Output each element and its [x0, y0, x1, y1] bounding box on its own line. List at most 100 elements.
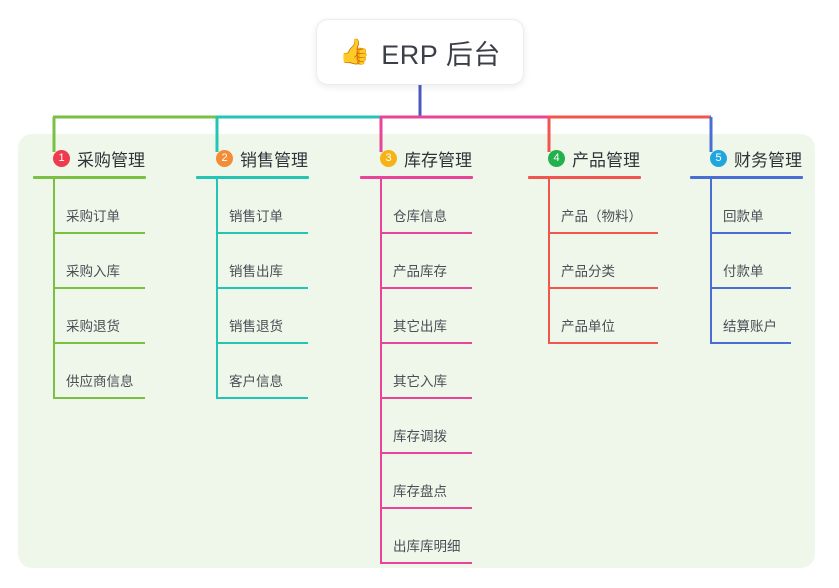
- root-node-inner: 👍 ERP 后台: [339, 33, 501, 72]
- column-underline: [690, 176, 803, 179]
- column-underline: [528, 176, 641, 179]
- column-5: 5 财务管理回款单付款单结算账户: [690, 145, 803, 344]
- content-panel: [18, 134, 815, 568]
- list-item-label: 付款单: [723, 264, 764, 279]
- column-items: 回款单付款单结算账户: [690, 179, 803, 344]
- list-item-label: 仓库信息: [393, 209, 447, 224]
- list-item[interactable]: 产品分类: [528, 234, 658, 289]
- column-header-2[interactable]: 2 销售管理: [196, 145, 309, 171]
- list-item[interactable]: 回款单: [690, 179, 803, 234]
- list-item-label: 供应商信息: [66, 374, 134, 389]
- column-items: 产品（物料） 产品分类产品单位: [528, 179, 658, 344]
- list-item[interactable]: 采购订单: [33, 179, 146, 234]
- list-item-label: 采购入库: [66, 264, 120, 279]
- list-item[interactable]: 采购退货: [33, 289, 146, 344]
- list-item[interactable]: 仓库信息: [360, 179, 473, 234]
- column-2: 2 销售管理销售订单销售出库销售退货客户信息: [196, 145, 309, 399]
- column-items: 销售订单销售出库销售退货客户信息: [196, 179, 309, 399]
- list-item[interactable]: 客户信息: [196, 344, 309, 399]
- list-item-label: 客户信息: [229, 374, 283, 389]
- list-item-underline: [548, 232, 658, 234]
- list-item-underline: [53, 287, 145, 289]
- column-number-badge: 2: [216, 149, 233, 167]
- list-item[interactable]: 付款单: [690, 234, 803, 289]
- list-item-underline: [380, 342, 472, 344]
- list-item-label: 产品单位: [561, 319, 615, 334]
- list-item-label: 结算账户: [723, 319, 777, 334]
- list-item-label: 库存调拨: [393, 429, 447, 444]
- column-items: 采购订单采购入库采购退货供应商信息: [33, 179, 146, 399]
- list-item-label: 库存盘点: [393, 484, 447, 499]
- column-4: 4 产品管理产品（物料） 产品分类产品单位: [528, 145, 658, 344]
- list-item-underline: [53, 342, 145, 344]
- list-item-label: 其它出库: [393, 319, 447, 334]
- list-item-underline: [216, 287, 308, 289]
- list-item-label: 销售退货: [229, 319, 283, 334]
- thumbs-up-icon: 👍: [339, 37, 371, 66]
- list-item-underline: [380, 452, 472, 454]
- list-item-label: 采购退货: [66, 319, 120, 334]
- list-item[interactable]: 库存盘点: [360, 454, 473, 509]
- list-item[interactable]: 产品（物料）: [528, 179, 658, 234]
- list-item-underline: [548, 287, 658, 289]
- list-item[interactable]: 出库库明细: [360, 509, 473, 564]
- list-item[interactable]: 供应商信息: [33, 344, 146, 399]
- list-item-label: 其它入库: [393, 374, 447, 389]
- list-item-label: 采购订单: [66, 209, 120, 224]
- column-header-1[interactable]: 1 采购管理: [33, 145, 146, 171]
- list-item-underline: [53, 397, 145, 399]
- list-item-label: 产品库存: [393, 264, 447, 279]
- list-item-underline: [380, 397, 472, 399]
- list-item[interactable]: 产品库存: [360, 234, 473, 289]
- list-item[interactable]: 销售出库: [196, 234, 309, 289]
- column-header-5[interactable]: 5 财务管理: [690, 145, 803, 171]
- list-item-label: 销售订单: [229, 209, 283, 224]
- column-title: 销售管理: [240, 150, 308, 170]
- list-item[interactable]: 其它入库: [360, 344, 473, 399]
- root-node-card[interactable]: 👍 ERP 后台: [316, 19, 524, 85]
- list-item-underline: [380, 507, 472, 509]
- list-item-label: 产品（物料）: [561, 209, 642, 224]
- column-number-badge: 4: [548, 149, 565, 167]
- column-spine: [548, 179, 550, 344]
- column-number-badge: 1: [53, 149, 70, 167]
- list-item-underline: [380, 287, 472, 289]
- column-title: 财务管理: [734, 150, 802, 170]
- list-item[interactable]: 库存调拨: [360, 399, 473, 454]
- column-underline: [196, 176, 309, 179]
- column-number-badge: 5: [710, 149, 727, 167]
- column-number-badge: 3: [380, 149, 397, 167]
- list-item[interactable]: 结算账户: [690, 289, 803, 344]
- column-title: 采购管理: [77, 150, 145, 170]
- column-title: 库存管理: [404, 150, 472, 170]
- list-item-underline: [380, 232, 472, 234]
- list-item[interactable]: 产品单位: [528, 289, 658, 344]
- column-spine: [710, 179, 712, 344]
- list-item-underline: [53, 232, 145, 234]
- column-spine: [380, 179, 382, 564]
- column-underline: [360, 176, 473, 179]
- list-item-label: 销售出库: [229, 264, 283, 279]
- list-item-underline: [216, 397, 308, 399]
- list-item[interactable]: 销售退货: [196, 289, 309, 344]
- list-item-label: 出库库明细: [393, 539, 461, 554]
- list-item-underline: [216, 232, 308, 234]
- column-underline: [33, 176, 146, 179]
- list-item[interactable]: 采购入库: [33, 234, 146, 289]
- column-items: 仓库信息产品库存其它出库其它入库库存调拨库存盘点出库库明细: [360, 179, 473, 564]
- list-item-underline: [710, 342, 791, 344]
- column-3: 3 库存管理仓库信息产品库存其它出库其它入库库存调拨库存盘点出库库明细: [360, 145, 473, 564]
- list-item[interactable]: 销售订单: [196, 179, 309, 234]
- column-header-3[interactable]: 3 库存管理: [360, 145, 473, 171]
- column-1: 1 采购管理采购订单采购入库采购退货供应商信息: [33, 145, 146, 399]
- list-item[interactable]: 其它出库: [360, 289, 473, 344]
- column-spine: [53, 179, 55, 399]
- column-title: 产品管理: [572, 150, 640, 170]
- list-item-underline: [216, 342, 308, 344]
- list-item-underline: [710, 287, 791, 289]
- list-item-underline: [548, 342, 658, 344]
- list-item-label: 回款单: [723, 209, 764, 224]
- column-header-4[interactable]: 4 产品管理: [528, 145, 641, 171]
- list-item-underline: [380, 562, 472, 564]
